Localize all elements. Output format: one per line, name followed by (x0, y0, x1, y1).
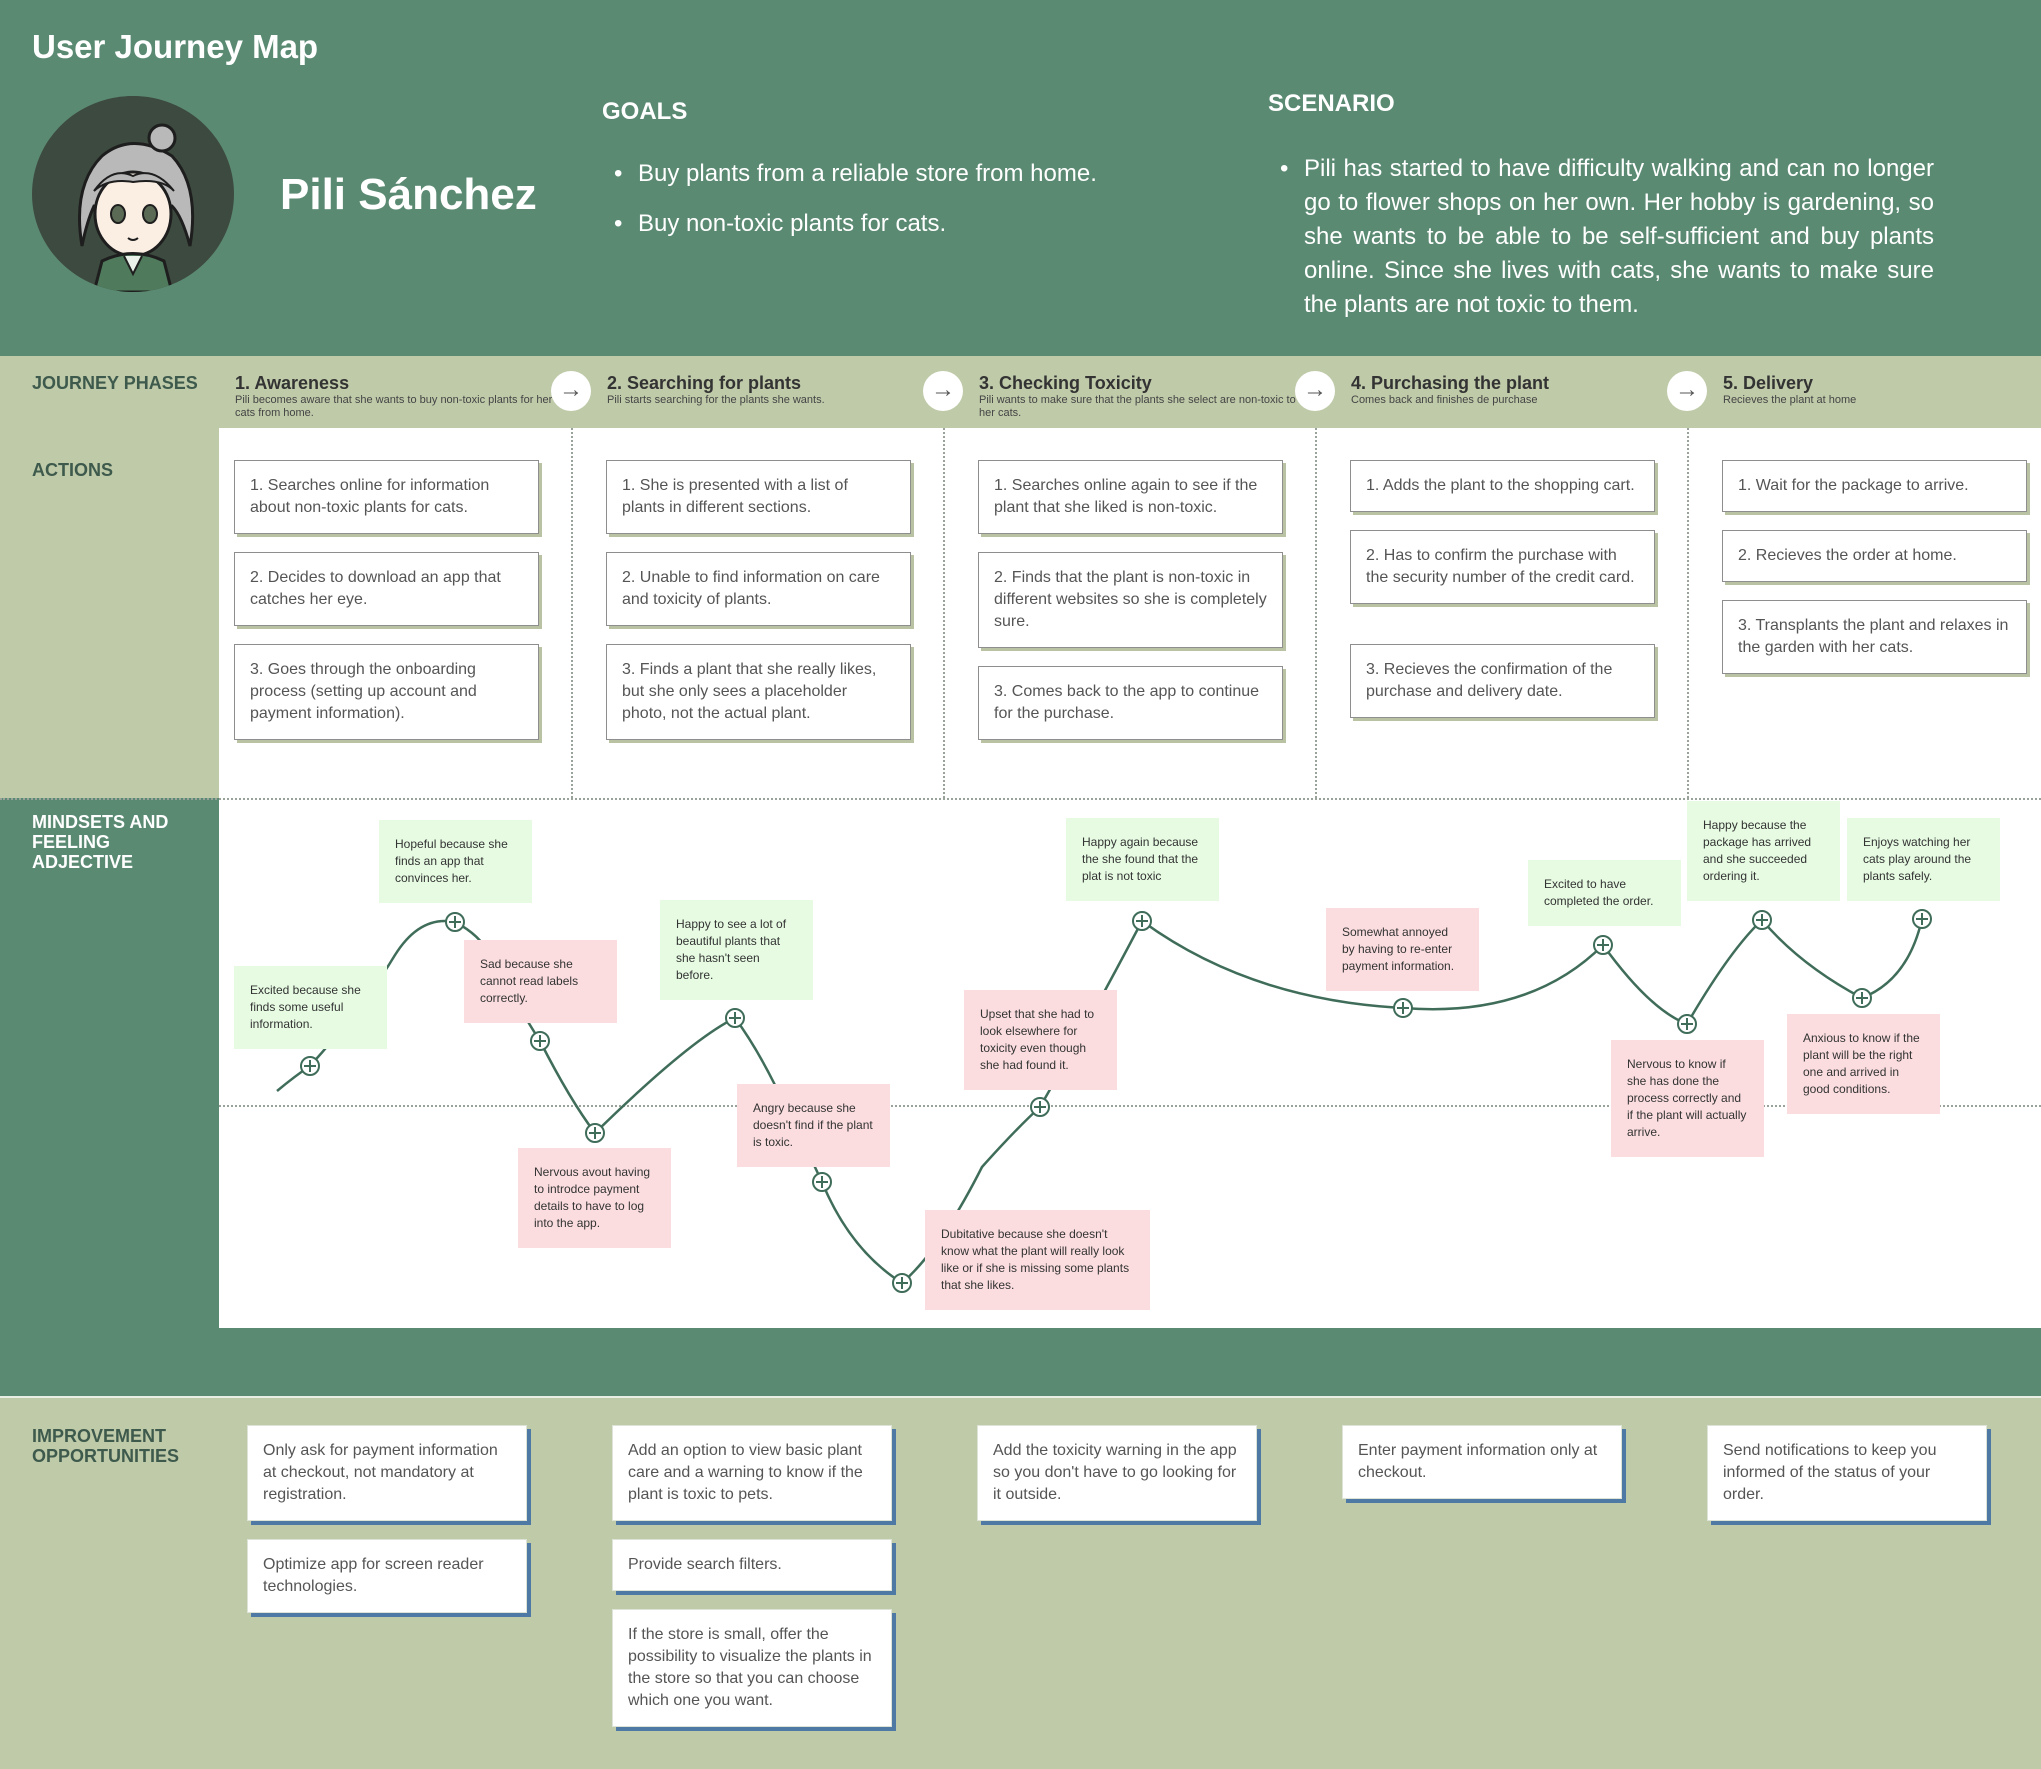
phase-purchasing: 4. Purchasing the plant Comes back and f… (1351, 373, 1681, 407)
goals-title: GOALS (602, 98, 688, 125)
action-card: 3. Transplants the plant and relaxes in … (1722, 600, 2027, 674)
plus-circle-icon (1912, 909, 1932, 929)
arrow-right-icon: → (923, 371, 963, 411)
persona-avatar (32, 96, 234, 292)
phase-title: 3. Checking Toxicity (979, 373, 1152, 393)
phase-separator (571, 428, 573, 798)
phase-description: Comes back and finishes de purchase (1351, 394, 1538, 406)
phase-searching: 2. Searching for plants Pili starts sear… (607, 373, 937, 407)
actions-side-panel (0, 428, 219, 798)
action-card: 3. Recieves the confirmation of the purc… (1350, 644, 1655, 718)
feeling-note-negative: Nervous avout having to introdce payment… (518, 1148, 671, 1248)
plus-circle-icon (1852, 988, 1872, 1008)
row-label-actions: ACTIONS (32, 460, 113, 480)
action-card: 1. Adds the plant to the shopping cart. (1350, 460, 1655, 512)
phase-description: Pili starts searching for the plants she… (607, 394, 825, 406)
avatar-illustration (35, 96, 231, 292)
feeling-note-negative: Angry because she doesn't find if the pl… (737, 1084, 890, 1167)
plus-circle-icon (1593, 935, 1613, 955)
goal-item: Buy plants from a reliable store from ho… (612, 160, 1172, 188)
action-card: 3. Finds a plant that she really likes, … (606, 644, 911, 740)
plus-circle-icon (300, 1056, 320, 1076)
feeling-note-negative: Sad because she cannot read labels corre… (464, 940, 617, 1023)
arrow-right-icon: → (1667, 371, 1707, 411)
goals-list: Buy plants from a reliable store from ho… (612, 160, 1172, 260)
phase-title: 2. Searching for plants (607, 373, 802, 393)
feeling-note-positive: Excited to have completed the order. (1528, 860, 1681, 926)
plus-circle-icon (725, 1008, 745, 1028)
plus-circle-icon (585, 1123, 605, 1143)
action-card: 3. Comes back to the app to continue for… (978, 666, 1283, 740)
improvement-card: Enter payment information only at checko… (1342, 1425, 1622, 1499)
action-card: 1. Wait for the package to arrive. (1722, 460, 2027, 512)
action-card: 2. Recieves the order at home. (1722, 530, 2027, 582)
feeling-note-negative: Somewhat annoyed by having to re-enter p… (1326, 908, 1479, 991)
plus-circle-icon (530, 1031, 550, 1051)
plus-circle-icon (892, 1273, 912, 1293)
improvement-card: Only ask for payment information at chec… (247, 1425, 527, 1521)
phase-title: 1. Awareness (235, 373, 350, 393)
phase-description: Recieves the plant at home (1723, 394, 1857, 406)
improvement-card: Provide search filters. (612, 1539, 892, 1591)
mindsets-side-panel (0, 798, 219, 1328)
row-label-mindsets: MINDSETS AND FEELING ADJECTIVE (32, 812, 169, 872)
phase-separator (1687, 428, 1689, 798)
feeling-note-positive: Excited because she finds some useful in… (234, 966, 387, 1049)
persona-header: User Journey Map Pili Sánchez GOALS Buy … (0, 0, 2041, 356)
action-card: 2. Decides to download an app that catch… (234, 552, 539, 626)
action-card: 2. Finds that the plant is non-toxic in … (978, 552, 1283, 648)
action-card: 3. Goes through the onboarding process (… (234, 644, 539, 740)
action-card: 1. Searches online for information about… (234, 460, 539, 534)
page-title: User Journey Map (32, 28, 319, 65)
improvement-card: Add an option to view basic plant care a… (612, 1425, 892, 1521)
phase-title: 5. Delivery (1723, 373, 1814, 393)
improvement-card: If the store is small, offer the possibi… (612, 1609, 892, 1727)
improvement-card: Add the toxicity warning in the app so y… (977, 1425, 1257, 1521)
phase-title: 4. Purchasing the plant (1351, 373, 1550, 393)
plus-circle-icon (1752, 910, 1772, 930)
arrow-right-icon: → (1295, 371, 1335, 411)
arrow-right-icon: → (551, 371, 591, 411)
emotion-baseline (219, 1105, 2041, 1107)
mindsets-bottom-band (0, 1328, 2041, 1398)
plus-circle-icon (1677, 1014, 1697, 1034)
action-card: 1. Searches online again to see if the p… (978, 460, 1283, 534)
phase-awareness: 1. Awareness Pili becomes aware that she… (235, 373, 565, 420)
feeling-note-negative: Nervous to know if she has done the proc… (1611, 1040, 1764, 1157)
persona-name: Pili Sánchez (280, 170, 537, 219)
improvement-card: Optimize app for screen reader technolog… (247, 1539, 527, 1613)
row-label-journey-phases: JOURNEY PHASES (32, 373, 198, 393)
feeling-note-positive: Hopeful because she finds an app that co… (379, 820, 532, 903)
plus-circle-icon (1132, 911, 1152, 931)
phase-description: Pili becomes aware that she wants to buy… (235, 394, 553, 419)
phase-description: Pili wants to make sure that the plants … (979, 394, 1296, 419)
phase-separator (943, 428, 945, 798)
scenario-text: Pili has started to have difficulty walk… (1304, 155, 1934, 318)
scenario-bullet: • (1280, 155, 1289, 182)
action-card: 1. She is presented with a list of plant… (606, 460, 911, 534)
phase-separator (1315, 428, 1317, 798)
action-card: 2. Unable to find information on care an… (606, 552, 911, 626)
scenario-title: SCENARIO (1268, 90, 1395, 117)
section-separator-dotted (0, 798, 2041, 800)
improvement-card: Send notifications to keep you informed … (1707, 1425, 1987, 1521)
feeling-note-positive: Happy because the package has arrived an… (1687, 801, 1840, 901)
goal-item: Buy non-toxic plants for cats. (612, 210, 1172, 238)
feeling-note-positive: Enjoys watching her cats play around the… (1847, 818, 2000, 901)
plus-circle-icon (445, 912, 465, 932)
row-label-improvements: IMPROVEMENT OPPORTUNITIES (32, 1426, 180, 1466)
phase-delivery: 5. Delivery Recieves the plant at home (1723, 373, 2041, 407)
feeling-note-positive: Happy to see a lot of beautiful plants t… (660, 900, 813, 1000)
feeling-note-negative: Anxious to know if the plant will be the… (1787, 1014, 1940, 1114)
feeling-note-positive: Happy again because the she found that t… (1066, 818, 1219, 901)
phase-checking-toxicity: 3. Checking Toxicity Pili wants to make … (979, 373, 1309, 420)
feeling-note-negative: Dubitative because she doesn't know what… (925, 1210, 1150, 1310)
section-divider (0, 1396, 2041, 1399)
plus-circle-icon (1393, 998, 1413, 1018)
plus-circle-icon (812, 1172, 832, 1192)
plus-circle-icon (1030, 1097, 1050, 1117)
action-card: 2. Has to confirm the purchase with the … (1350, 530, 1655, 604)
feeling-note-negative: Upset that she had to look elsewhere for… (964, 990, 1117, 1090)
